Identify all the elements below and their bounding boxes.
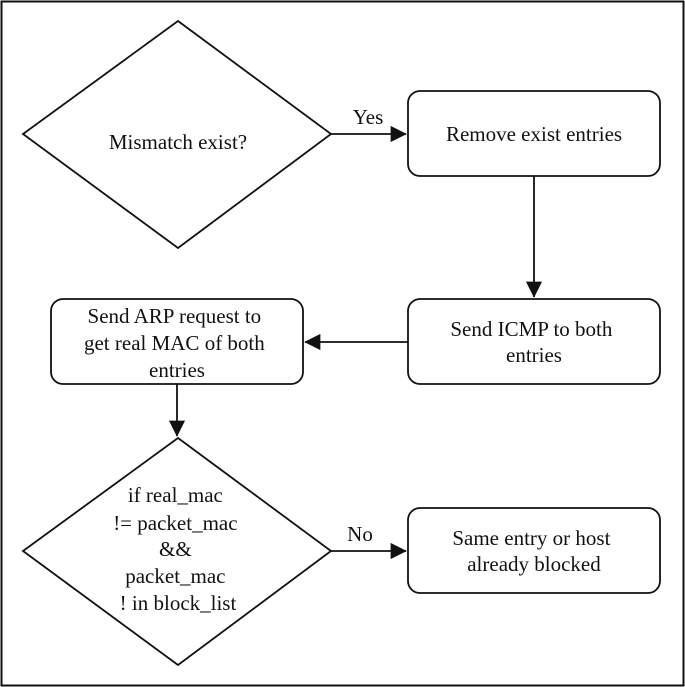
decision-mac-check-label: if real_mac != packet_mac && packet_mac … [113, 483, 243, 615]
process-already-blocked: Same entry or host already blocked [407, 507, 661, 594]
process-send-arp: Send ARP request to get real MAC of both… [50, 298, 304, 385]
process-remove-entries: Remove exist entries [407, 90, 661, 177]
process-icmp-label: Send ICMP to both entries [450, 317, 617, 367]
edge-yes-label: Yes [353, 105, 384, 129]
process-arp-label: Send ARP request to get real MAC of both… [84, 304, 270, 382]
decision-mismatch-label: Mismatch exist? [109, 130, 247, 154]
process-blocked-label: Same entry or host already blocked [452, 526, 615, 576]
process-send-icmp: Send ICMP to both entries [407, 298, 661, 385]
edge-no-label: No [347, 522, 373, 546]
decision-mismatch-exist: Mismatch exist? [21, 19, 333, 250]
process-remove-label: Remove exist entries [446, 122, 622, 146]
decision-mac-check: if real_mac != packet_mac && packet_mac … [21, 436, 333, 667]
